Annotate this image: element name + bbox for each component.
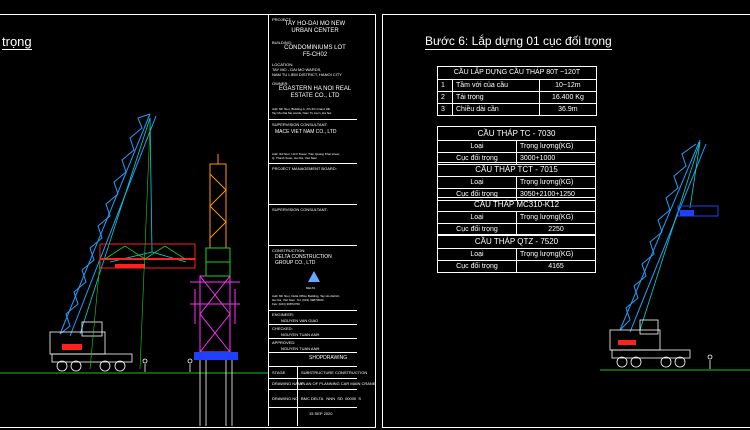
- row-no: 3: [437, 103, 453, 116]
- left-sheet-title: trọng: [2, 34, 32, 50]
- supervision-label: SUPERVISION CONSULTANT:: [272, 207, 328, 212]
- logo-text: DELTA: [306, 286, 316, 290]
- construction-label: CONSTRUCTION:: [272, 248, 306, 253]
- pm-label: PROJECT MANAGEMENT BOARD:: [272, 166, 337, 171]
- owner-label: OWNER:: [272, 81, 289, 86]
- tower-crane-header-1: CẦU THÁP TC - 7030: [437, 126, 596, 141]
- cell-value: Trọng lượng(KG): [516, 211, 596, 224]
- construction-address: Add: 6th floor, Delta Office Building, T…: [272, 294, 340, 306]
- approved-value: NGUYEN TUAN ANH: [281, 346, 320, 351]
- row-no: 2: [437, 91, 453, 104]
- consultant-address: Add: 3rd floor, HCV Tower, Tran Quang Kh…: [272, 152, 340, 160]
- row-label: Tải trọng: [452, 91, 540, 104]
- cell-value: 4165: [516, 260, 596, 273]
- cell-label: Cục đối trọng: [437, 260, 517, 273]
- project-name: TAY HO-DAI MO NEW URBAN CENTER: [284, 21, 346, 34]
- approved-label: APPROVED:: [272, 340, 296, 345]
- owner-name: EGASTERN HA NOI REAL ESTATE CO., LTD: [278, 86, 352, 99]
- row-no: 1: [437, 79, 453, 92]
- tower-crane-header-2: CẦU THÁP TCT - 7015: [437, 162, 596, 177]
- drawing-name-value: PLAN OF PLANNING CAR MAIN CRANE: [301, 381, 376, 386]
- consultant-name: MACE VIET NAM CO., LTD: [275, 129, 337, 135]
- location-label: LOCATION:: [272, 62, 294, 67]
- cell-value: 3000+1000: [516, 152, 596, 165]
- truck-crane-header: CẦU LẮP DỰNG CẦU THÁP 80T ~120T: [437, 66, 597, 80]
- row-value: 10~12m: [538, 79, 598, 92]
- cell-label: Cục đối trọng: [437, 223, 517, 236]
- construction-name: DELTA CONSTRUCTION GROUP CO., LTD: [275, 254, 332, 266]
- truck-crane-table: 1 Tầm với của cầu 10~12m 2 Tải trọng 16.…: [437, 79, 598, 116]
- title-block: PROJECT: TAY HO-DAI MO NEW URBAN CENTER …: [268, 14, 375, 426]
- owner-address: Add: 6th floor, Building A, 2th-3th Gran…: [272, 107, 332, 115]
- building-label: BUILDING:: [272, 40, 293, 45]
- row-value: 36.9m: [538, 103, 598, 116]
- engineer-value: NGUYEN VAN GIAO: [281, 318, 319, 323]
- drawing-name-label: DRAWING NAME: [272, 381, 304, 386]
- delta-logo: [308, 271, 320, 282]
- drawing-no-value: BMC DELTA NNN SD 00000 S: [301, 396, 362, 401]
- date-value: 15 SEP 2020: [309, 411, 333, 416]
- right-sheet-title: Bước 6: Lắp dựng 01 cục đối trọng: [425, 34, 612, 50]
- engineer-label: ENGINEER:: [272, 312, 295, 317]
- cell-label: Loại: [437, 211, 517, 224]
- cell-value: Trọng lượng(KG): [516, 140, 596, 153]
- cell-value: 2250: [516, 223, 596, 236]
- checked-value: NGUYEN TUAN ANH: [281, 332, 320, 337]
- stage-value: SUBSTRUCTURE CONSTRUCTION: [301, 370, 368, 375]
- left-sheet-frame: [0, 14, 376, 428]
- drawing-no-label: DRAWING NO: [272, 396, 299, 401]
- right-sheet-frame: [382, 14, 750, 428]
- checked-label: CHECKED:: [272, 326, 293, 331]
- row-value: 16.400 Kg: [538, 91, 598, 104]
- building-name: CONDOMINIUMS LOT F5-CH02: [284, 45, 346, 58]
- project-label: PROJECT:: [272, 17, 292, 22]
- table-row: 2 Tải trọng 16.400 Kg: [437, 91, 598, 104]
- left-crane-drawing: [0, 113, 268, 426]
- consultant-label: SUPERVISION CONSULTANT:: [272, 122, 328, 127]
- row-label: Chiều dài cần: [452, 103, 540, 116]
- location-text: TAY MO - DAI MO WARDS, NAM TU LIEM DISTR…: [272, 67, 342, 77]
- cell-label: Loại: [437, 248, 517, 261]
- table-row: 1 Tầm với của cầu 10~12m: [437, 79, 598, 92]
- right-crane-drawing: [600, 140, 750, 371]
- row-label: Tầm với của cầu: [452, 79, 540, 92]
- tower-crane-header-3: CẦU THÁP MC310-K12: [437, 197, 596, 212]
- cell-label: Loại: [437, 140, 517, 153]
- cell-value: Trọng lượng(KG): [516, 176, 596, 189]
- cell-value: Trọng lượng(KG): [516, 248, 596, 261]
- tower-crane-header-4: CẦU THÁP QTZ - 7520: [437, 234, 596, 249]
- stage-label: STAGE: [272, 370, 286, 375]
- shopdrawing-label: SHOPDRAWING: [309, 355, 348, 361]
- cell-label: Loại: [437, 176, 517, 189]
- table-row: 3 Chiều dài cần 36.9m: [437, 103, 598, 116]
